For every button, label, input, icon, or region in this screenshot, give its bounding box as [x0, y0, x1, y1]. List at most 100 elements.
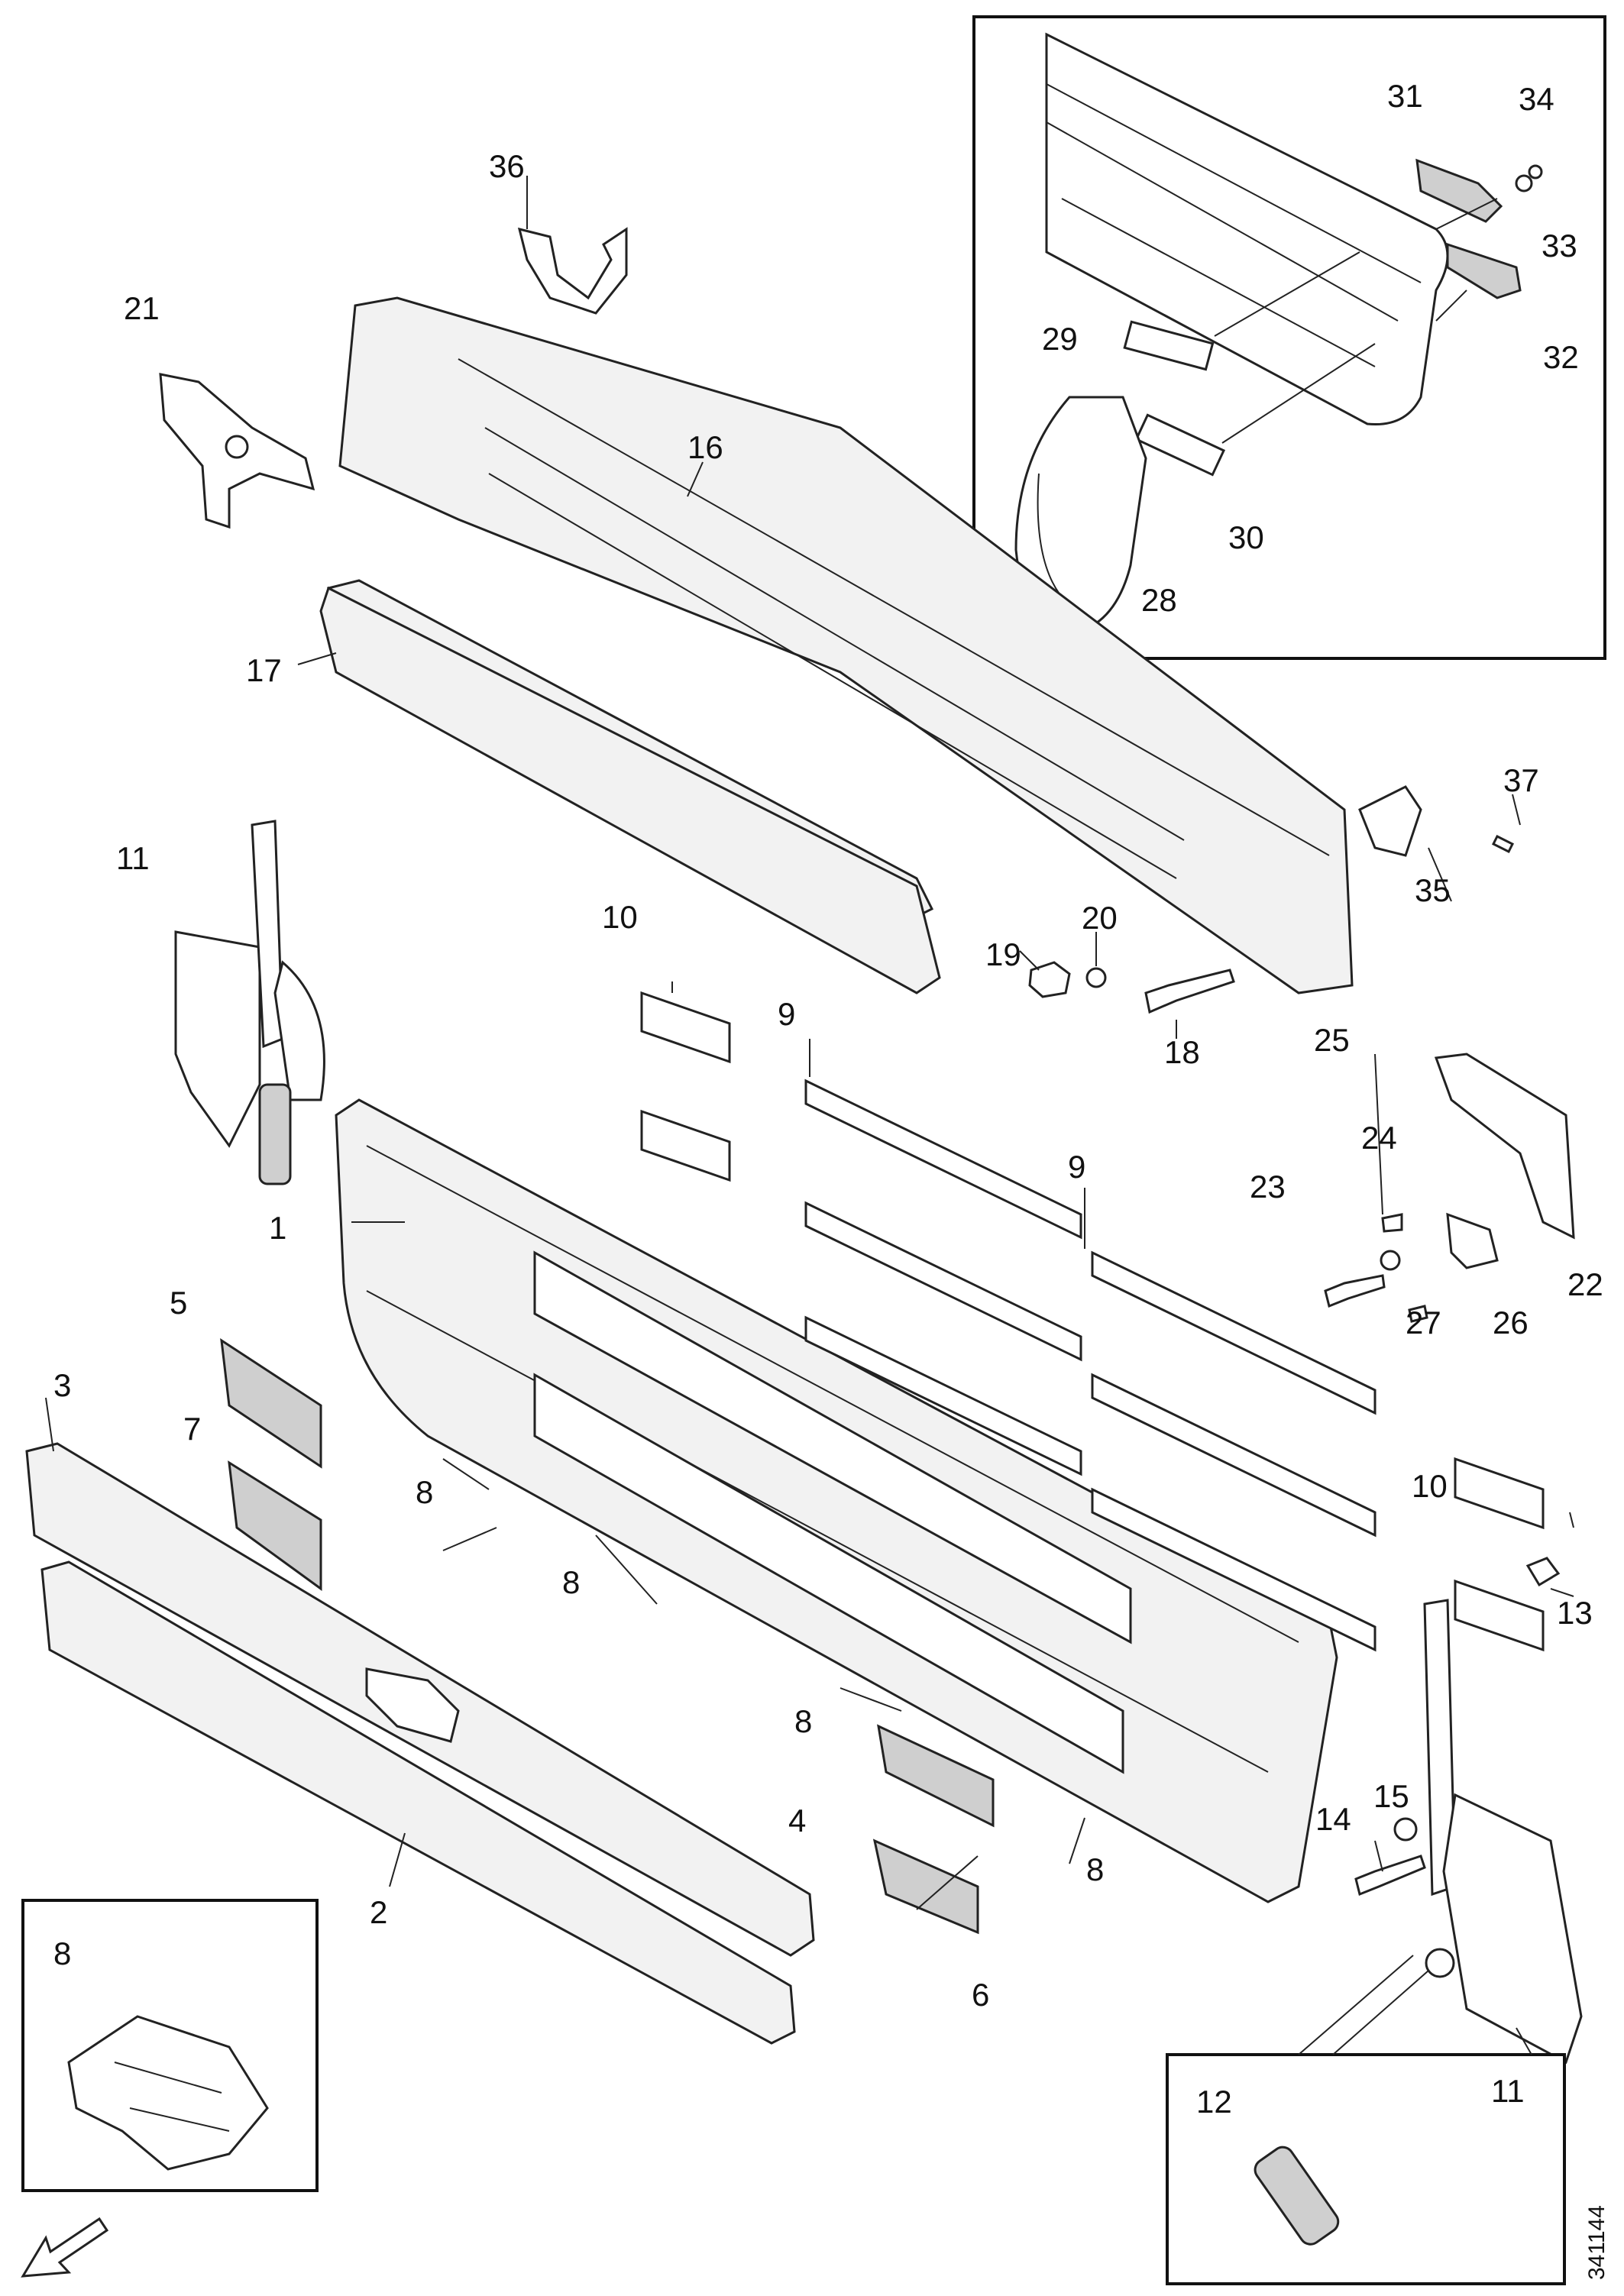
trim-6: [872, 1838, 979, 1935]
callout-9-left: 9: [778, 996, 795, 1032]
bolt-18: [1144, 969, 1235, 1014]
upper-panel-16: [338, 296, 1354, 994]
callout-10-top: 10: [602, 899, 638, 935]
callout-2: 2: [370, 1894, 387, 1930]
handle-pad-32: [1446, 242, 1522, 299]
washer-33: [1515, 174, 1533, 192]
callout-16: 16: [687, 429, 723, 465]
callout-28: 28: [1141, 582, 1177, 618]
callout-5: 5: [170, 1285, 187, 1321]
screw-25: [1381, 1213, 1403, 1233]
pad-10-d: [1454, 1579, 1545, 1652]
callout-14: 14: [1315, 1801, 1351, 1837]
callout-19: 19: [985, 936, 1021, 972]
trim-5: [220, 1337, 322, 1469]
strip-9-c: [804, 1315, 1082, 1476]
callout-8-b: 8: [562, 1564, 580, 1600]
callout-labels: 36 21 16 17 11 10 9 9 1 5 3 7 8 8 8 8 4 …: [53, 78, 1609, 2280]
grille-corner-section: [1045, 32, 1449, 426]
callout-23: 23: [1250, 1169, 1286, 1205]
strip-9-e: [1091, 1373, 1377, 1538]
callout-36: 36: [489, 148, 525, 184]
callout-17: 17: [246, 652, 282, 688]
callout-21: 21: [124, 290, 160, 326]
pad-10-a: [640, 991, 731, 1064]
trim-4: [877, 1724, 995, 1828]
callout-18: 18: [1164, 1034, 1200, 1070]
strip-9-a: [804, 1078, 1082, 1240]
callout-7: 7: [183, 1411, 201, 1447]
callout-12: 12: [1196, 2084, 1232, 2120]
callout-26: 26: [1493, 1305, 1529, 1340]
tow-cover: [365, 1667, 460, 1743]
grille-opening-upper: [533, 1250, 1132, 1644]
bushing-11: [1425, 1948, 1455, 1978]
bracket-35: [1358, 785, 1422, 857]
grille-opening-lower: [533, 1373, 1124, 1774]
strip-9-f: [1091, 1487, 1377, 1652]
nut-19: [1028, 961, 1071, 998]
callout-24: 24: [1361, 1120, 1397, 1156]
spring-icon: [258, 1083, 292, 1185]
strip-9-b: [804, 1201, 1082, 1362]
screw-37: [1491, 834, 1515, 854]
bracket-22: [1434, 1053, 1575, 1240]
clip-icon: [67, 2015, 269, 2171]
callout-4: 4: [788, 1803, 806, 1838]
trim-7: [228, 1460, 322, 1591]
callout-13: 13: [1557, 1595, 1593, 1631]
callout-20: 20: [1082, 900, 1118, 936]
hinge-11-left: [174, 820, 325, 1185]
callout-1: 1: [269, 1210, 286, 1246]
bracket-29: [1123, 320, 1215, 371]
washer-20: [1085, 967, 1107, 988]
callout-9-right: 9: [1068, 1149, 1085, 1185]
screw-34: [1528, 164, 1543, 179]
pad-10-b: [640, 1109, 731, 1182]
bolt-14: [1354, 1855, 1426, 1897]
callout-11-left: 11: [116, 840, 150, 876]
callout-8-inset: 8: [53, 1935, 71, 1971]
callout-34: 34: [1519, 81, 1554, 117]
callout-29: 29: [1042, 321, 1078, 357]
document-number: 341144: [1584, 2205, 1609, 2280]
callout-3: 3: [53, 1367, 71, 1403]
callout-31: 31: [1387, 78, 1423, 114]
spring-icon: [1254, 2146, 1340, 2246]
callout-30: 30: [1228, 519, 1264, 555]
callout-37: 37: [1503, 762, 1539, 798]
bumper-strip-2: [40, 1560, 796, 2045]
hinge-11-right: [1423, 1599, 1583, 2065]
callout-11-right: 11: [1491, 2073, 1525, 2109]
callout-32: 32: [1543, 339, 1579, 375]
callout-22: 22: [1567, 1266, 1603, 1302]
callout-8-c: 8: [794, 1703, 812, 1739]
handle-pad-31: [1415, 158, 1503, 223]
leader-lines: [45, 176, 1574, 2055]
washer-24: [1380, 1250, 1401, 1271]
screw-27: [1408, 1305, 1428, 1323]
forward-arrow-icon: [21, 2217, 109, 2278]
callout-25: 25: [1314, 1022, 1350, 1058]
clip-26: [1446, 1212, 1499, 1269]
bolt-23: [1324, 1274, 1386, 1308]
bracket-30: [1134, 413, 1226, 477]
callout-35: 35: [1415, 872, 1451, 908]
decal-pads: [640, 991, 1545, 1652]
callout-6: 6: [972, 1977, 989, 2013]
callout-15: 15: [1373, 1778, 1409, 1814]
callout-27: 27: [1406, 1305, 1441, 1340]
callout-8-a: 8: [416, 1474, 433, 1510]
bracket-36: [517, 227, 628, 315]
washer-15: [1393, 1817, 1418, 1842]
bolt-13: [1525, 1557, 1561, 1587]
grille-frame-1: [335, 1098, 1338, 1903]
callout-8-d: 8: [1086, 1851, 1104, 1887]
inset-handle-detail: [972, 15, 1606, 660]
strip-9-d: [1091, 1250, 1377, 1415]
callout-10-right: 10: [1412, 1468, 1448, 1504]
callout-33: 33: [1542, 228, 1577, 264]
inset-clip-8: [21, 1899, 319, 2192]
pad-10-c: [1454, 1457, 1545, 1530]
